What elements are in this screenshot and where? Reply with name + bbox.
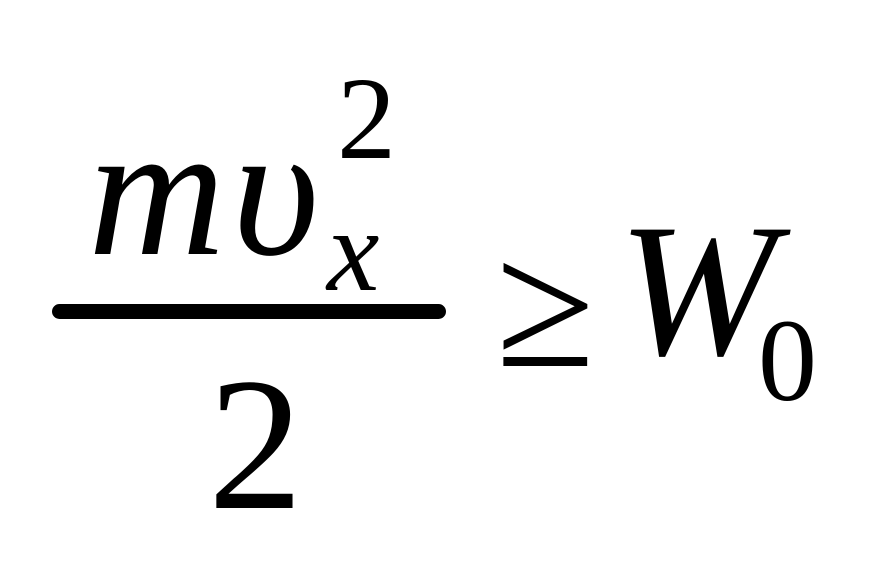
velocity-exponent: 2: [337, 53, 396, 184]
velocity-subscript: x: [327, 185, 380, 316]
work-function-subscript: 0: [758, 295, 817, 426]
mass-symbol: m: [88, 86, 226, 296]
greater-equal-sign: ≥: [496, 206, 595, 405]
work-function-symbol: W: [618, 186, 777, 396]
velocity-symbol: υ: [232, 86, 320, 296]
denominator: 2: [208, 340, 303, 550]
fraction-bar: [52, 304, 446, 319]
